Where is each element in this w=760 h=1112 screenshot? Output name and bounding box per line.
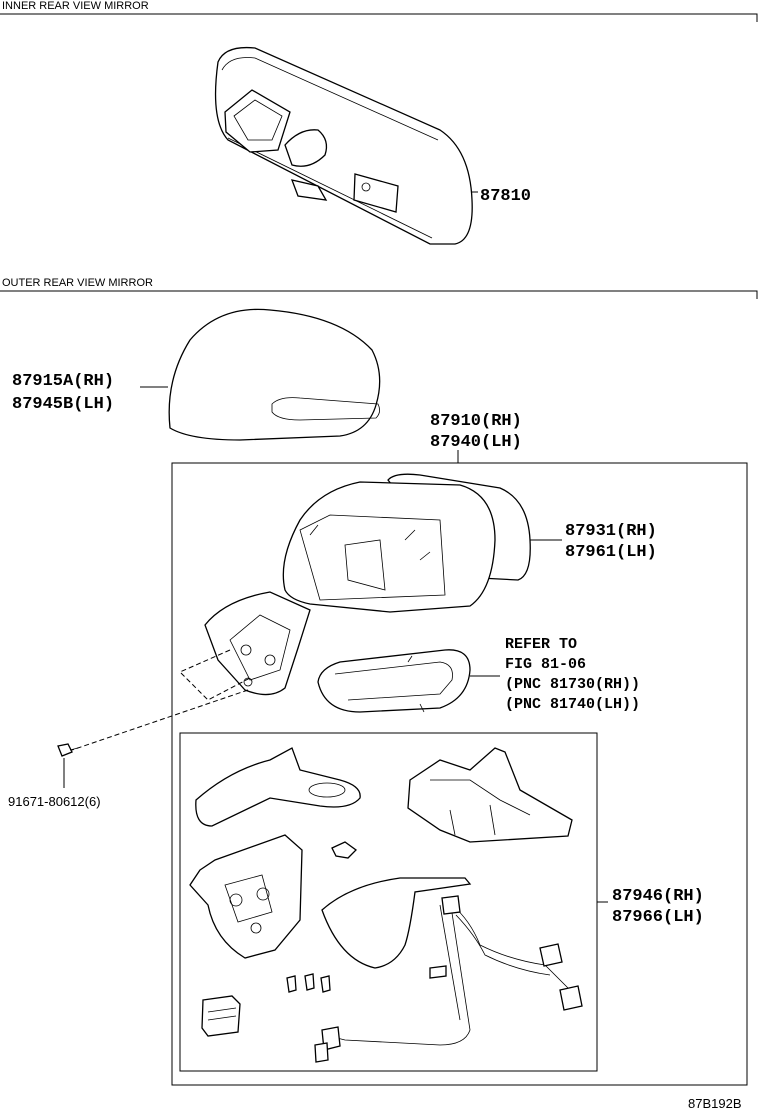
mirror-base-drawing — [204, 591, 311, 696]
section-title-outer: OUTER REAR VIEW MIRROR — [2, 277, 153, 289]
inner-mirror-drawing — [214, 46, 473, 245]
refer-line-3: (PNC 81730(RH)) — [505, 676, 640, 693]
refer-line-4: (PNC 81740(LH)) — [505, 696, 640, 713]
screw-leader-dash — [71, 689, 249, 751]
mirror-cover-drawing — [168, 308, 381, 441]
screw-drawing — [57, 743, 79, 757]
mirror-housing-drawing — [282, 473, 531, 613]
part-label-87915a: 87915A(RH) — [12, 372, 114, 391]
part-label-87946: 87946(RH) — [612, 887, 704, 906]
turn-signal-drawing — [317, 649, 471, 713]
refer-line-2: FIG 81-06 — [505, 656, 586, 673]
assembly-box-87910 — [171, 462, 748, 1086]
part-label-87910: 87910(RH) — [430, 412, 522, 431]
section-bracket-outer — [0, 290, 758, 299]
subassembly-parts-drawing — [189, 747, 583, 1063]
part-label-87940: 87940(LH) — [430, 433, 522, 452]
refer-line-1: REFER TO — [505, 636, 577, 653]
bolt-hole-dashes — [179, 649, 251, 701]
part-label-87966: 87966(LH) — [612, 908, 704, 927]
figure-code: 87B192B — [688, 1096, 742, 1111]
part-label-87810: 87810 — [480, 187, 531, 206]
section-title-inner: INNER REAR VIEW MIRROR — [2, 0, 149, 12]
part-label-87945b: 87945B(LH) — [12, 395, 114, 414]
section-bracket-inner — [0, 13, 758, 22]
part-label-87931: 87931(RH) — [565, 522, 657, 541]
part-label-91671: 91671-80612(6) — [8, 794, 101, 809]
part-label-87961: 87961(LH) — [565, 543, 657, 562]
